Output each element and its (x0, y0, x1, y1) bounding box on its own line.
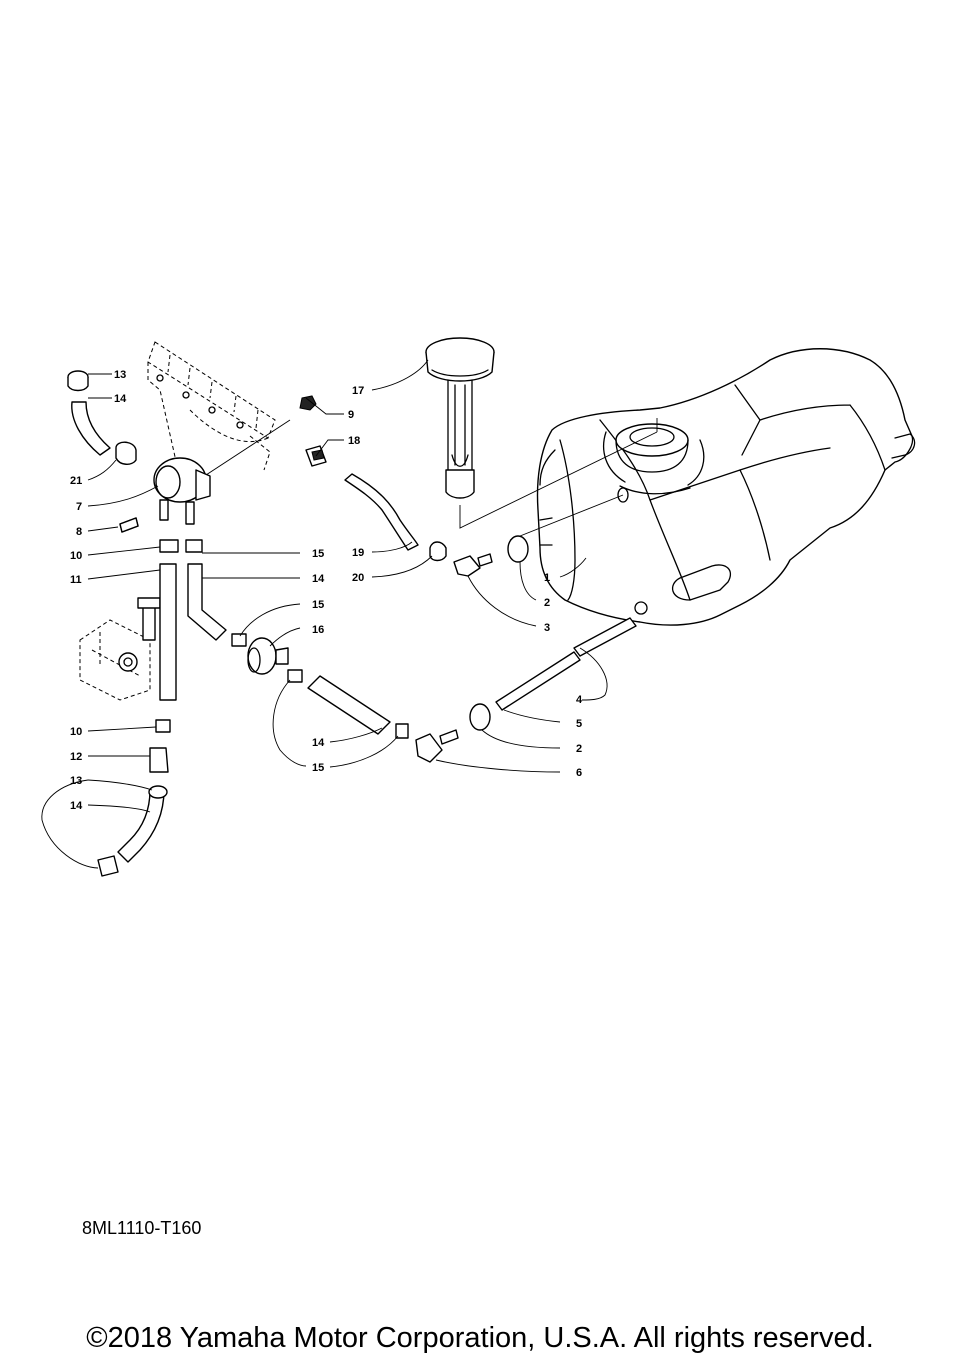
callout-15: 15 (312, 762, 324, 774)
callout-15: 15 (312, 599, 324, 611)
callout-20: 20 (352, 572, 364, 584)
callout-14: 14 (312, 573, 325, 585)
callout-10: 10 (70, 550, 82, 562)
callout-7: 7 (76, 501, 82, 513)
copyright-notice: ©2018 Yamaha Motor Corporation, U.S.A. A… (86, 1322, 874, 1354)
callout-14: 14 (114, 393, 127, 405)
callout-2: 2 (544, 597, 550, 609)
callout-4: 4 (576, 694, 583, 706)
callout-17: 17 (352, 385, 364, 397)
callout-15: 15 (312, 548, 324, 560)
callout-12: 12 (70, 751, 82, 763)
diagram-code: 8ML1110-T160 (82, 1218, 202, 1238)
callout-5: 5 (576, 718, 582, 730)
callout-1: 1 (544, 572, 550, 584)
fuel-tank (459, 348, 916, 626)
callout-11: 11 (70, 574, 82, 586)
hoses (71, 401, 637, 863)
callout-6: 6 (576, 767, 582, 779)
callout-18: 18 (348, 435, 360, 447)
leader-lines (41, 359, 608, 869)
callout-10: 10 (70, 726, 82, 738)
callout-3: 3 (544, 622, 550, 634)
callout-9: 9 (348, 409, 354, 421)
callout-labels: 13 14 21 7 8 10 11 10 12 13 14 9 18 17 1… (70, 369, 583, 812)
fuel-cap-gauge (425, 337, 495, 499)
callout-14: 14 (70, 800, 83, 812)
callout-13: 13 (114, 369, 126, 381)
callout-16: 16 (312, 624, 324, 636)
fuel-pump (119, 457, 211, 533)
small-parts (67, 370, 529, 877)
callout-14: 14 (312, 737, 325, 749)
callout-21: 21 (70, 475, 82, 487)
callout-8: 8 (76, 526, 82, 538)
callout-2: 2 (576, 743, 582, 755)
callout-19: 19 (352, 547, 364, 559)
callout-13: 13 (70, 775, 82, 787)
pump-bracket (79, 597, 161, 701)
